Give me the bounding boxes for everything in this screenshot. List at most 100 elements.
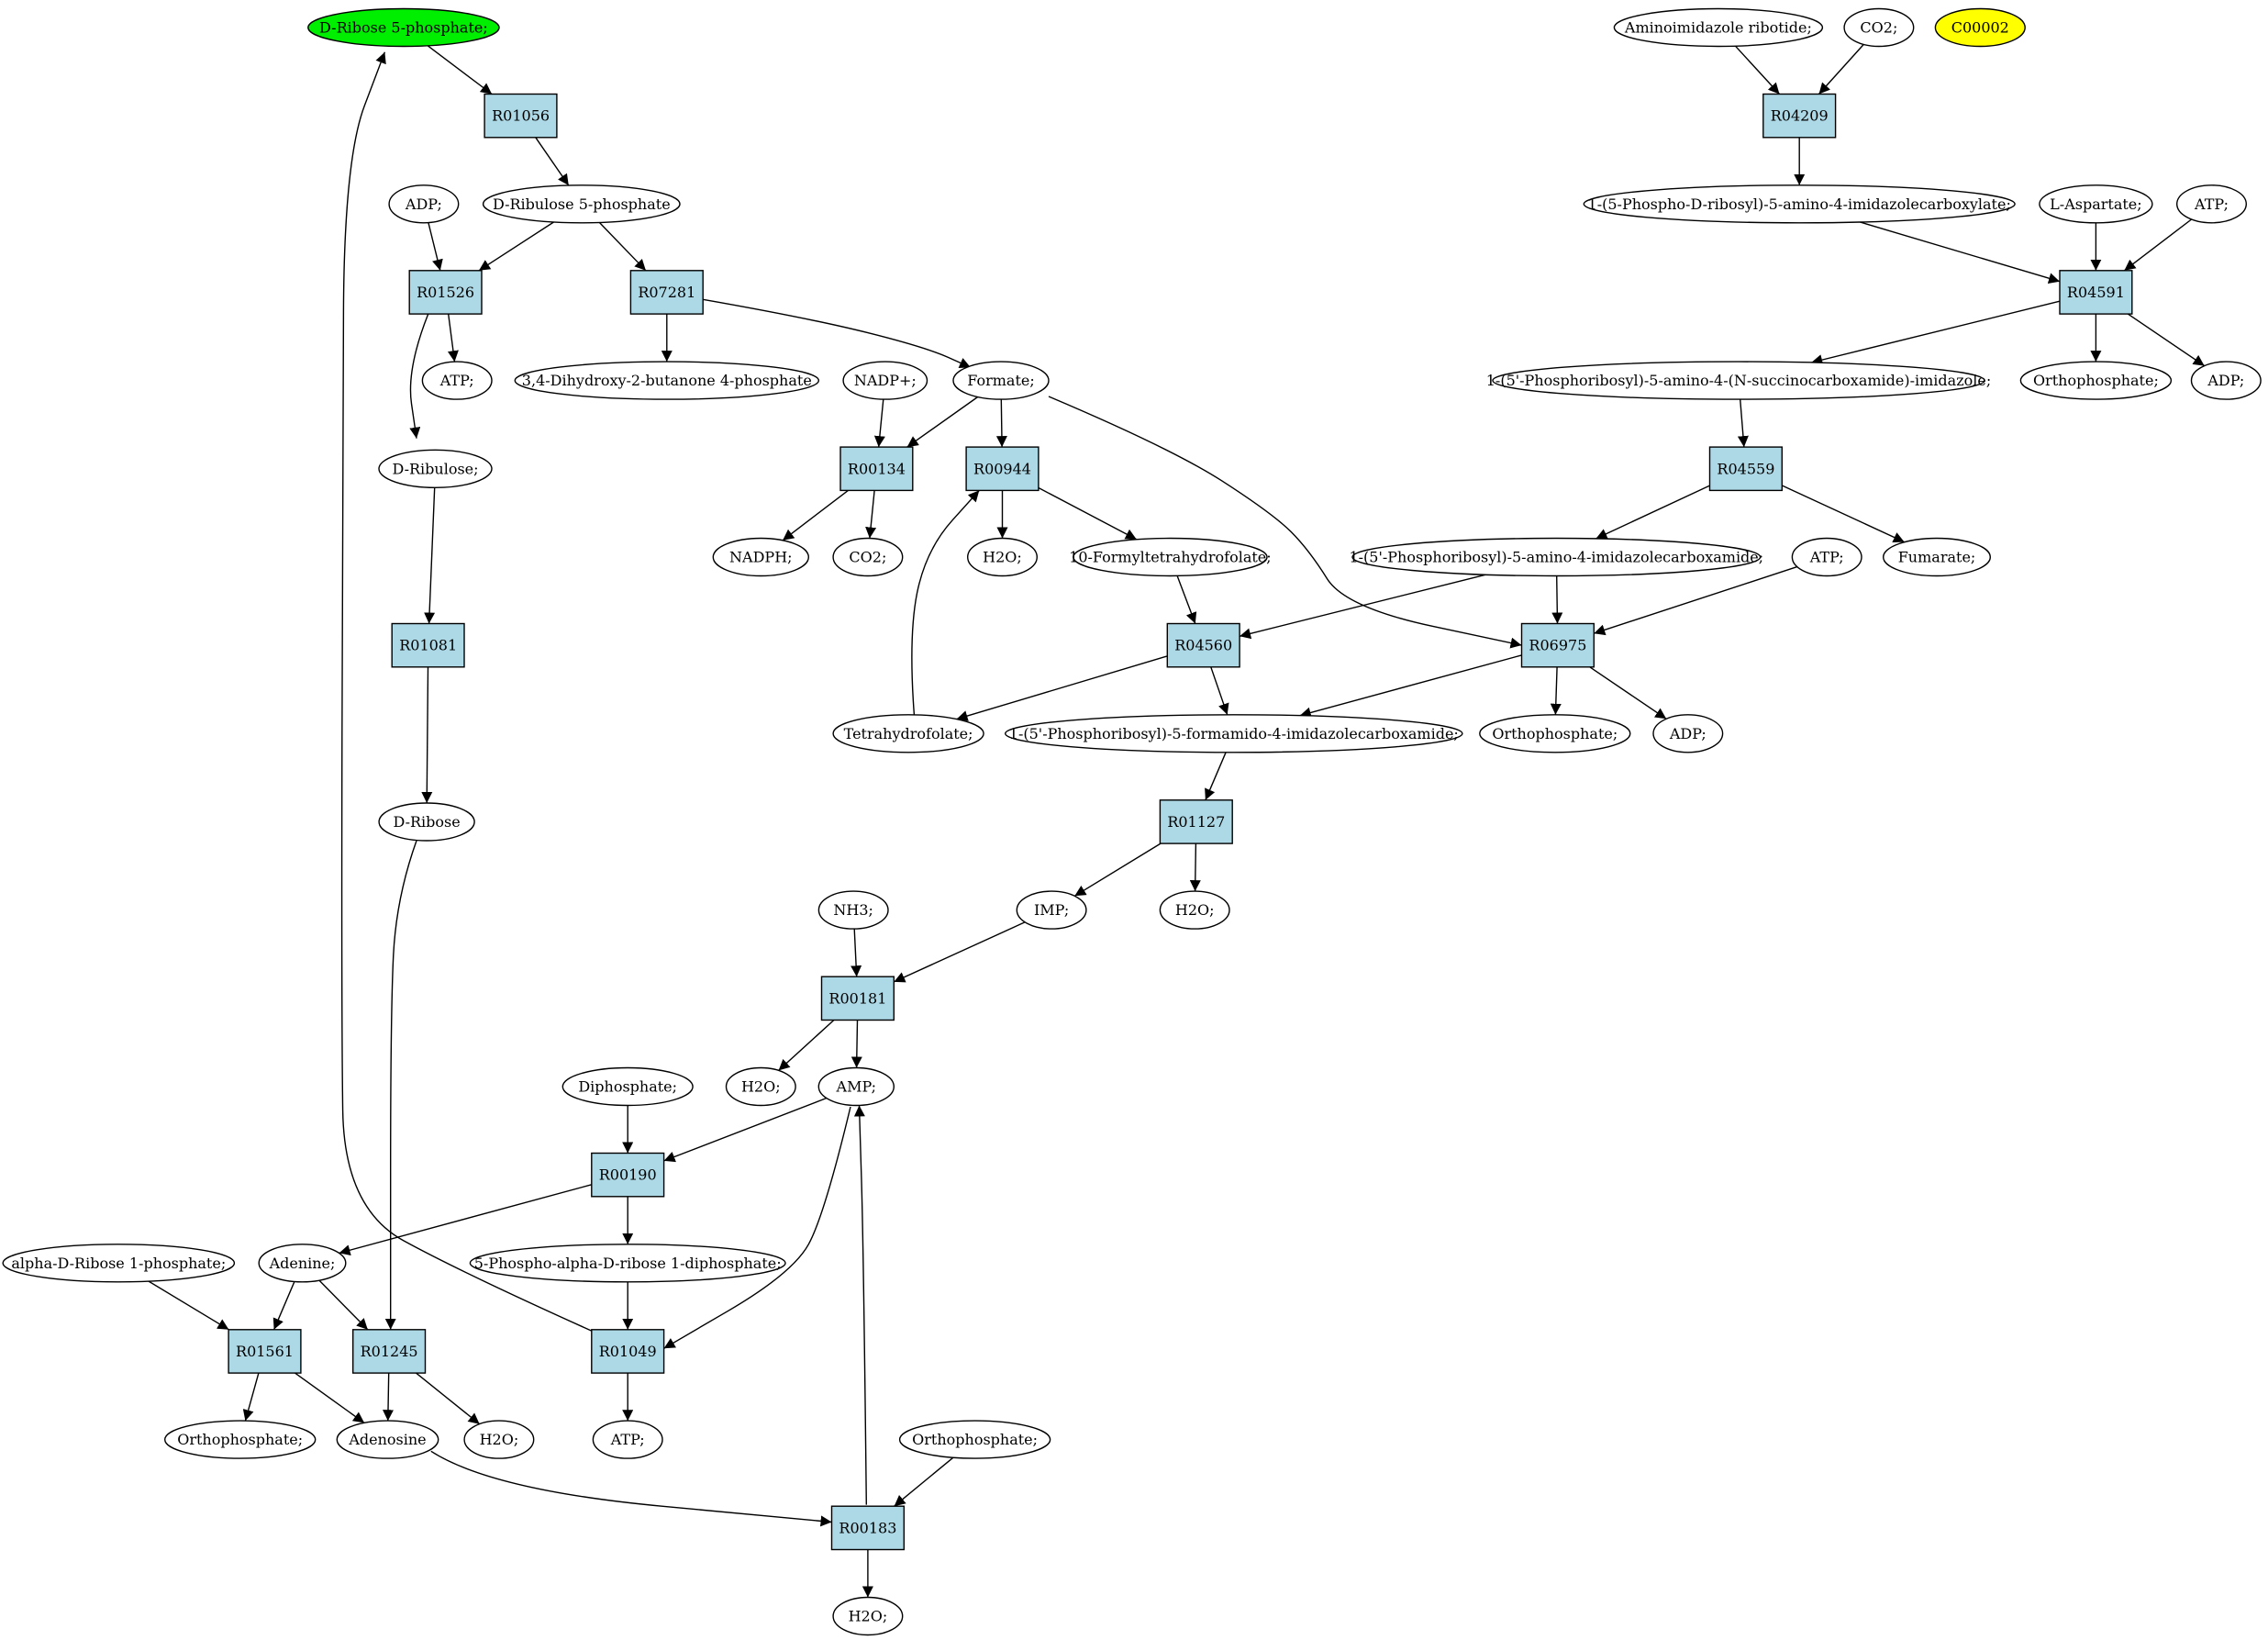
node-label: R01245 <box>361 1343 418 1360</box>
compound-node-c_amp[interactable]: AMP; <box>817 1066 895 1107</box>
compound-node-c_air[interactable]: Aminoimidazole ribotide; <box>1613 7 1824 48</box>
edge-c_dribulose-to-r01081 <box>424 487 436 624</box>
reaction-node-r01526[interactable]: R01526 <box>408 270 483 315</box>
edge-c_air-to-r04209 <box>1734 45 1781 95</box>
compound-node-c_adp2[interactable]: ADP; <box>2190 361 2262 400</box>
compound-node-c_nadp[interactable]: NADP+; <box>842 361 928 400</box>
edge-r00134-to-c_co2_1 <box>865 490 877 539</box>
compound-node-c_dribulose[interactable]: D-Ribulose; <box>378 449 493 488</box>
compound-node-c_saicar[interactable]: 1-(5'-Phosphoribosyl)-5-amino-4-(N-succi… <box>1486 361 1992 400</box>
compound-node-c_h2o_5[interactable]: H2O; <box>832 1596 904 1636</box>
compound-node-c_co2_2[interactable]: CO2; <box>1843 7 1915 48</box>
reaction-node-r00190[interactable]: R00190 <box>591 1152 665 1198</box>
edge-c_amp-to-r01049 <box>663 1106 851 1349</box>
compound-ellipse <box>712 537 809 577</box>
edge-c_formate-to-r00134 <box>906 396 979 448</box>
compound-ellipse <box>817 1066 895 1107</box>
compound-node-c_pi_1[interactable]: Orthophosphate; <box>164 1420 317 1459</box>
compound-node-c_pi_4[interactable]: Orthophosphate; <box>1479 714 1631 753</box>
compound-node-c_nh3[interactable]: NH3; <box>817 890 889 930</box>
reaction-node-r07281[interactable]: R07281 <box>629 270 704 315</box>
compound-node-c_adp1[interactable]: ADP; <box>388 184 460 224</box>
node-label: Orthophosphate; <box>2033 372 2159 389</box>
compound-node-c_nadph[interactable]: NADPH; <box>712 537 809 577</box>
node-label: R07281 <box>638 284 695 301</box>
compound-node-c_pi_2[interactable]: Orthophosphate; <box>898 1420 1051 1459</box>
node-label: ADP; <box>1669 725 1707 742</box>
node-label: D-Ribose <box>393 813 460 831</box>
compound-node-c_adenosine[interactable]: Adenosine <box>336 1420 439 1459</box>
reaction-node-r04559[interactable]: R04559 <box>1708 446 1784 492</box>
edge-c_amp-to-r00190 <box>663 1097 828 1163</box>
node-label: R01056 <box>492 107 550 125</box>
compound-node-c_prpp[interactable]: 5-Phospho-alpha-D-ribose 1-diphosphate; <box>469 1244 786 1283</box>
edge-r06975-to-c_pi_4 <box>1550 666 1562 715</box>
compound-node-c_h2o_3[interactable]: H2O; <box>725 1066 796 1107</box>
edge-r06975-to-c_adp3 <box>1589 666 1667 720</box>
reaction-node-r04591[interactable]: R04591 <box>2059 270 2133 315</box>
compound-node-c_dribose[interactable]: D-Ribose <box>378 802 475 842</box>
reaction-node-r01081[interactable]: R01081 <box>391 622 465 668</box>
compound-node-c_faicar[interactable]: 1-(5'-Phosphoribosyl)-5-formamido-4-imid… <box>1005 714 1463 753</box>
node-label: ATP; <box>610 1431 645 1448</box>
compound-ellipse <box>832 537 904 577</box>
compound-node-c_c00002[interactable]: C00002 <box>1934 7 2026 48</box>
reaction-node-r06975[interactable]: R06975 <box>1520 622 1595 668</box>
reaction-node-r00181[interactable]: R00181 <box>820 976 895 1021</box>
edge-c_cair-to-r04591 <box>1860 221 2061 284</box>
compound-node-c_h2o_1[interactable]: H2O; <box>966 537 1038 577</box>
compound-ellipse <box>592 1420 663 1459</box>
edge-r00183-to-c_amp <box>853 1105 867 1505</box>
compound-node-c_asp[interactable]: L-Aspartate; <box>2039 184 2153 224</box>
node-label: R00134 <box>848 460 906 477</box>
node-label: 5-Phospho-alpha-D-ribose 1-diphosphate; <box>474 1255 782 1272</box>
compound-node-c_atp4[interactable]: ATP; <box>1791 537 1862 577</box>
compound-ellipse <box>421 361 493 400</box>
compound-node-c_fumarate[interactable]: Fumarate; <box>1882 537 1991 577</box>
reaction-node-r00183[interactable]: R00183 <box>830 1505 906 1551</box>
reaction-node-r01245[interactable]: R01245 <box>352 1329 427 1374</box>
reaction-node-r01056[interactable]: R01056 <box>484 93 558 139</box>
compound-node-c_atp3[interactable]: ATP; <box>2175 184 2247 224</box>
edge-c_thf-to-r00944 <box>911 489 980 715</box>
reaction-node-r00944[interactable]: R00944 <box>965 446 1040 492</box>
compound-ellipse <box>1073 537 1268 577</box>
reaction-box <box>352 1329 427 1374</box>
compound-node-c_ppi[interactable]: Diphosphate; <box>561 1066 694 1107</box>
compound-node-c_ru5p[interactable]: D-Ribulose 5-phosphate <box>482 184 681 224</box>
node-label: Adenine; <box>269 1255 336 1272</box>
compound-node-c_h2o_2[interactable]: H2O; <box>1159 890 1230 930</box>
edge-c_saicar-to-r04559 <box>1737 399 1749 448</box>
reaction-node-r04209[interactable]: R04209 <box>1762 93 1837 139</box>
reaction-box <box>820 976 895 1021</box>
compound-node-c_r5p[interactable]: D-Ribose 5-phosphate; <box>307 7 500 48</box>
compound-node-c_imp[interactable]: IMP; <box>1016 890 1087 930</box>
compound-node-c_adenine[interactable]: Adenine; <box>258 1244 347 1283</box>
compound-node-c_h2o_4[interactable]: H2O; <box>463 1420 535 1459</box>
edge-c_r5p-to-r01056 <box>427 45 493 95</box>
reaction-node-r04560[interactable]: R04560 <box>1166 622 1240 668</box>
edge-c_formate-to-r06975 <box>1048 396 1522 649</box>
compound-node-c_formate[interactable]: Formate; <box>952 361 1050 400</box>
reaction-box <box>228 1329 302 1374</box>
compound-node-c_pi_3[interactable]: Orthophosphate; <box>2019 361 2173 400</box>
compound-node-c_co2_1[interactable]: CO2; <box>832 537 904 577</box>
edge-r07281-to-c_formate <box>703 298 972 369</box>
reaction-node-r01561[interactable]: R01561 <box>228 1329 302 1374</box>
compound-node-c_cair[interactable]: 1-(5-Phospho-D-ribosyl)-5-amino-4-imidaz… <box>1583 184 2016 224</box>
compound-node-c_thf[interactable]: Tetrahydrofolate; <box>832 714 984 753</box>
compound-node-c_adp3[interactable]: ADP; <box>1652 714 1724 753</box>
compound-node-c_dhbp[interactable]: 3,4-Dihydroxy-2-butanone 4-phosphate <box>514 361 819 400</box>
reaction-node-r01049[interactable]: R01049 <box>591 1329 665 1374</box>
reaction-box <box>1159 799 1233 844</box>
compound-ellipse <box>832 1596 904 1636</box>
reaction-node-r00134[interactable]: R00134 <box>839 446 914 492</box>
compound-node-c_aicar[interactable]: 1-(5'-Phosphoribosyl)-5-amino-4-imidazol… <box>1349 537 1763 577</box>
compound-node-c_atp1[interactable]: ATP; <box>421 361 493 400</box>
compound-node-c_atp2[interactable]: ATP; <box>592 1420 663 1459</box>
compound-node-c_ar1p[interactable]: alpha-D-Ribose 1-phosphate; <box>2 1244 236 1283</box>
reaction-node-r01127[interactable]: R01127 <box>1159 799 1233 844</box>
node-label: Tetrahydrofolate; <box>844 725 973 742</box>
edge-r04560-to-c_thf <box>956 655 1168 721</box>
compound-node-c_10fthf[interactable]: 10-Formyltetrahydrofolate; <box>1069 537 1272 577</box>
